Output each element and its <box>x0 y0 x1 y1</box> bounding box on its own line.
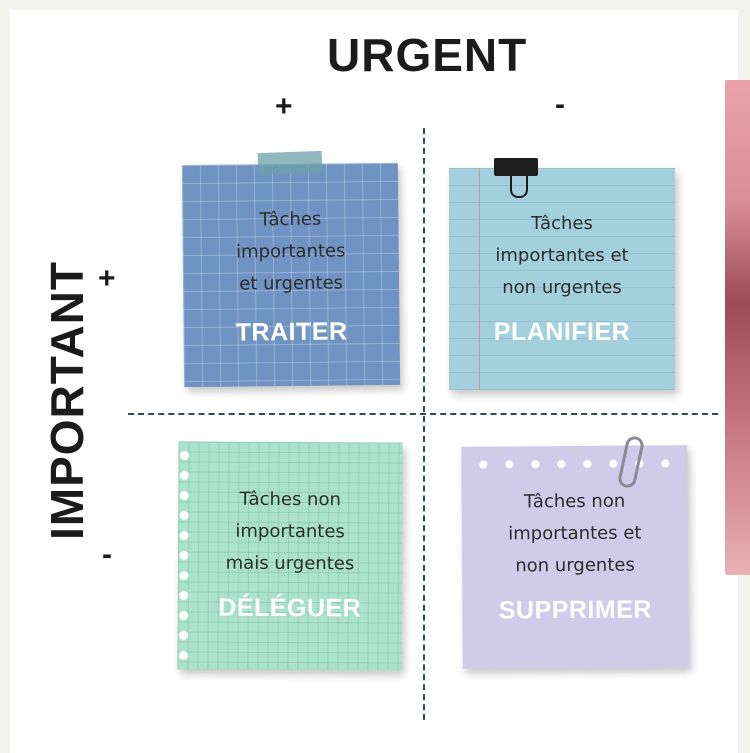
quadrant-text-line: et urgentes <box>239 272 344 295</box>
binder-clip-wire <box>510 174 528 198</box>
action-label: DÉLÉGUER <box>218 593 362 623</box>
quadrant-urgent-important: Tâches importantes et urgentes TRAITER <box>181 162 401 388</box>
quadrant-text-line: importantes et <box>495 245 629 266</box>
quadrant-not-urgent-important: Tâches importantes et non urgentes PLANI… <box>449 168 675 390</box>
dotted-edge <box>477 457 672 471</box>
urgent-title: URGENT <box>327 29 528 81</box>
quadrant-not-urgent-not-important: Tâches non importantes et non urgentes S… <box>461 445 689 669</box>
vertical-divider <box>423 128 425 720</box>
important-title: IMPORTANT <box>41 260 93 540</box>
quadrant-text-line: Tâches <box>259 208 322 231</box>
quadrant-text-line: importantes et <box>508 522 642 545</box>
quadrant-text-line: non urgentes <box>515 554 635 577</box>
urgent-plus-sign: + <box>275 90 293 123</box>
action-label: SUPPRIMER <box>498 595 653 625</box>
tape-decoration <box>257 150 323 176</box>
urgent-minus-sign: - <box>555 88 565 121</box>
important-plus-sign: + <box>98 262 116 295</box>
action-label: PLANIFIER <box>493 318 631 346</box>
photo-strip <box>725 80 750 575</box>
quadrant-text-line: Tâches non <box>239 488 341 511</box>
quadrant-text-line: Tâches non <box>523 490 626 513</box>
action-label: TRAITER <box>235 317 348 347</box>
quadrant-text-line: mais urgentes <box>225 552 355 575</box>
quadrant-text-line: importantes <box>235 240 346 263</box>
quadrant-urgent-not-important: Tâches non importantes mais urgentes DÉL… <box>177 441 403 671</box>
matrix-card: URGENT + - IMPORTANT + - Tâches importan… <box>10 10 738 753</box>
quadrant-text-line: Tâches <box>531 213 593 234</box>
quadrant-text-line: non urgentes <box>502 277 622 298</box>
quadrant-text-line: importantes <box>235 520 345 543</box>
important-minus-sign: - <box>102 538 112 571</box>
horizontal-divider <box>128 413 718 415</box>
binder-clip-icon <box>494 158 538 176</box>
